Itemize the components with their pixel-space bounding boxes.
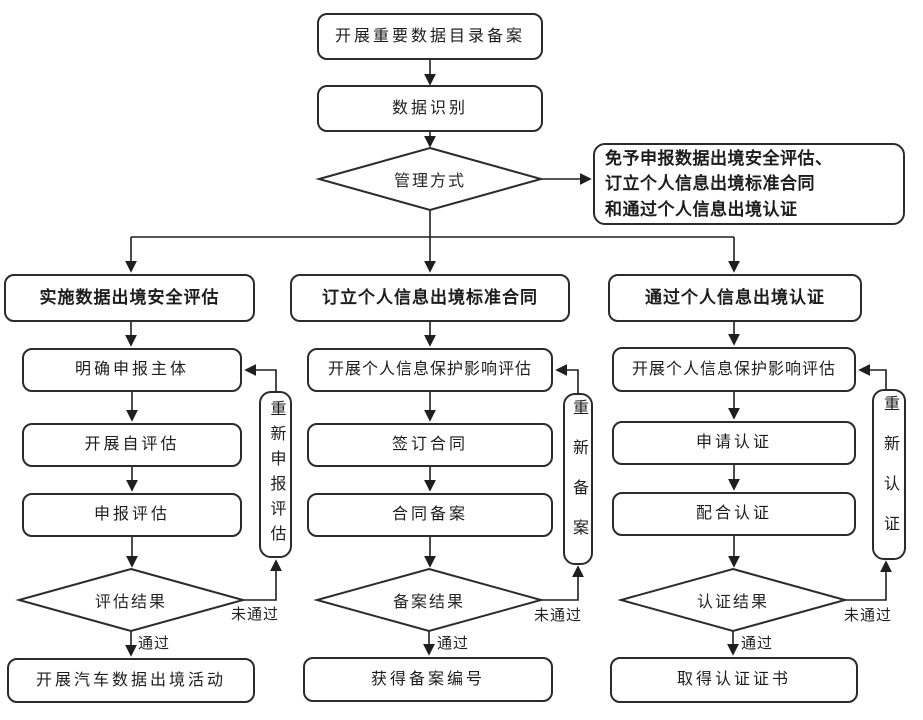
col3-step-pia: 开展个人信息保护影响评估 — [612, 347, 856, 392]
col1-retry-box: 重新申报评估 — [259, 391, 292, 558]
col2-retry-label: 重新备案 — [570, 399, 587, 559]
col3-loop-bottom — [845, 560, 892, 601]
diamond-management-mode — [315, 146, 545, 212]
col2-step-sign-contract: 签订合同 — [307, 423, 553, 467]
col3-retry-box: 重新认证 — [872, 389, 906, 560]
exemption-line-3: 和通过个人信息出境认证 — [605, 199, 798, 219]
arrow-lines — [125, 60, 892, 657]
col1-retry-label: 重新申报评估 — [267, 399, 285, 550]
exemption-line-2: 订立个人信息出境标准合同 — [605, 174, 815, 194]
col2-retry-box: 重新备案 — [563, 393, 593, 565]
col3-result: 取得认证证书 — [610, 657, 858, 703]
col2-pass-label: 通过 — [437, 635, 470, 652]
col3-step-cooperate-certification: 配合认证 — [612, 492, 856, 536]
decision-management-mode-label: 管理方式 — [393, 173, 466, 190]
diamond-assessment-result — [15, 567, 247, 633]
exemption-line-1: 免予申报数据出境安全评估、 — [605, 148, 833, 168]
node-start-catalog-filing: 开展重要数据目录备案 — [317, 13, 543, 60]
col2-loop-top — [555, 364, 579, 393]
col1-result: 开展汽车数据出境活动 — [7, 658, 255, 703]
col1-decision-label: 评估结果 — [94, 594, 167, 611]
decision-diamonds — [15, 146, 849, 633]
diamond-certification-result — [617, 567, 849, 633]
col1-pass-label: 通过 — [138, 635, 171, 652]
col3-step-apply-certification: 申请认证 — [612, 421, 856, 465]
col3-header: 通过个人信息出境认证 — [608, 274, 862, 322]
col1-fail-label: 未通过 — [231, 606, 280, 623]
col1-loop-bottom — [243, 559, 282, 601]
col2-result: 获得备案编号 — [303, 657, 553, 702]
col1-step-declare-subject: 明确申报主体 — [22, 348, 242, 392]
col3-fail-label: 未通过 — [844, 607, 893, 624]
node-data-identification: 数据识别 — [317, 85, 543, 132]
col1-header: 实施数据出境安全评估 — [4, 274, 255, 322]
col2-step-contract-filing: 合同备案 — [307, 493, 553, 537]
col3-retry-label: 重新认证 — [881, 394, 898, 555]
col2-step-pia: 开展个人信息保护影响评估 — [307, 348, 553, 392]
col2-loop-bottom — [541, 565, 584, 601]
diamond-filing-result — [313, 567, 545, 633]
col1-step-self-assessment: 开展自评估 — [22, 423, 242, 467]
col1-loop-top — [244, 364, 277, 391]
node-exemption: 免予申报数据出境安全评估、 订立个人信息出境标准合同 和通过个人信息出境认证 — [593, 143, 905, 225]
col1-step-declare-assessment: 申报评估 — [22, 493, 242, 537]
col2-fail-label: 未通过 — [534, 607, 583, 624]
col3-pass-label: 通过 — [741, 635, 774, 652]
plain-lines — [131, 210, 734, 238]
col3-loop-top — [858, 364, 887, 389]
col2-decision-label: 备案结果 — [392, 594, 465, 611]
col3-decision-label: 认证结果 — [696, 594, 769, 611]
col2-header: 订立个人信息出境标准合同 — [290, 274, 570, 322]
